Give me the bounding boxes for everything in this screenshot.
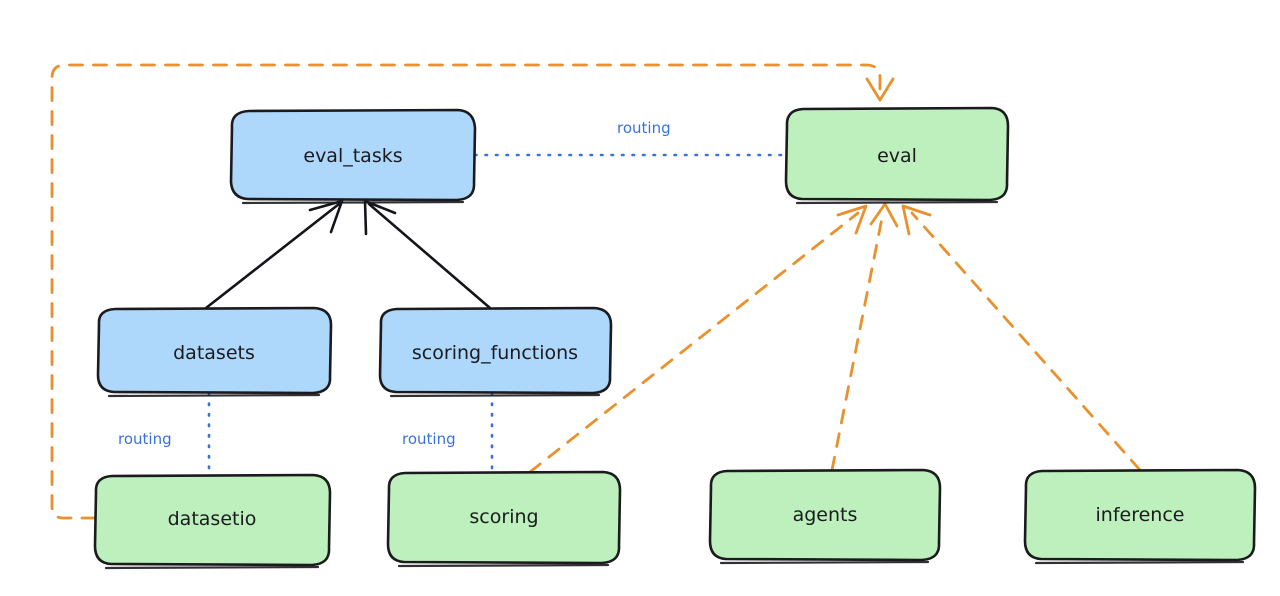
node-inference[interactable]: inference: [1023, 468, 1257, 565]
edge-layer: [50, 63, 1142, 520]
node-label-eval_tasks: eval_tasks: [303, 145, 402, 167]
node-label-scoring: scoring: [469, 506, 538, 528]
edge-label-routing-scoring: routing: [402, 430, 456, 448]
edge-label-routing-eval: routing: [617, 119, 671, 137]
node-label-inference: inference: [1096, 504, 1185, 526]
edge-inference-eval[interactable]: [901, 204, 1142, 472]
node-agents[interactable]: agents: [708, 468, 942, 565]
node-scoring[interactable]: scoring: [386, 470, 622, 568]
node-label-datasetio: datasetio: [168, 508, 257, 530]
node-layer: eval_tasks eval datasets scoring_functio…: [93, 106, 1257, 570]
node-label-datasets: datasets: [173, 342, 255, 364]
node-label-scoring_functions: scoring_functions: [412, 342, 578, 364]
edge-agents-eval[interactable]: [830, 202, 899, 472]
node-scoring_functions[interactable]: scoring_functions: [378, 306, 613, 398]
edge-label-layer: routing routing routing: [118, 119, 671, 448]
node-datasetio[interactable]: datasetio: [93, 473, 332, 570]
edge-datasetio-eval[interactable]: [50, 63, 895, 520]
edge-scoring-eval[interactable]: [528, 204, 868, 474]
node-label-agents: agents: [793, 504, 858, 526]
edge-label-routing-datasetio: routing: [118, 430, 172, 448]
node-label-eval: eval: [877, 145, 917, 167]
edge-datasets-eval_tasks[interactable]: [204, 199, 344, 310]
node-eval[interactable]: eval: [784, 106, 1010, 205]
node-eval_tasks[interactable]: eval_tasks: [229, 108, 477, 205]
edge-scoring_functions-eval_tasks[interactable]: [363, 199, 492, 310]
node-datasets[interactable]: datasets: [96, 306, 333, 398]
